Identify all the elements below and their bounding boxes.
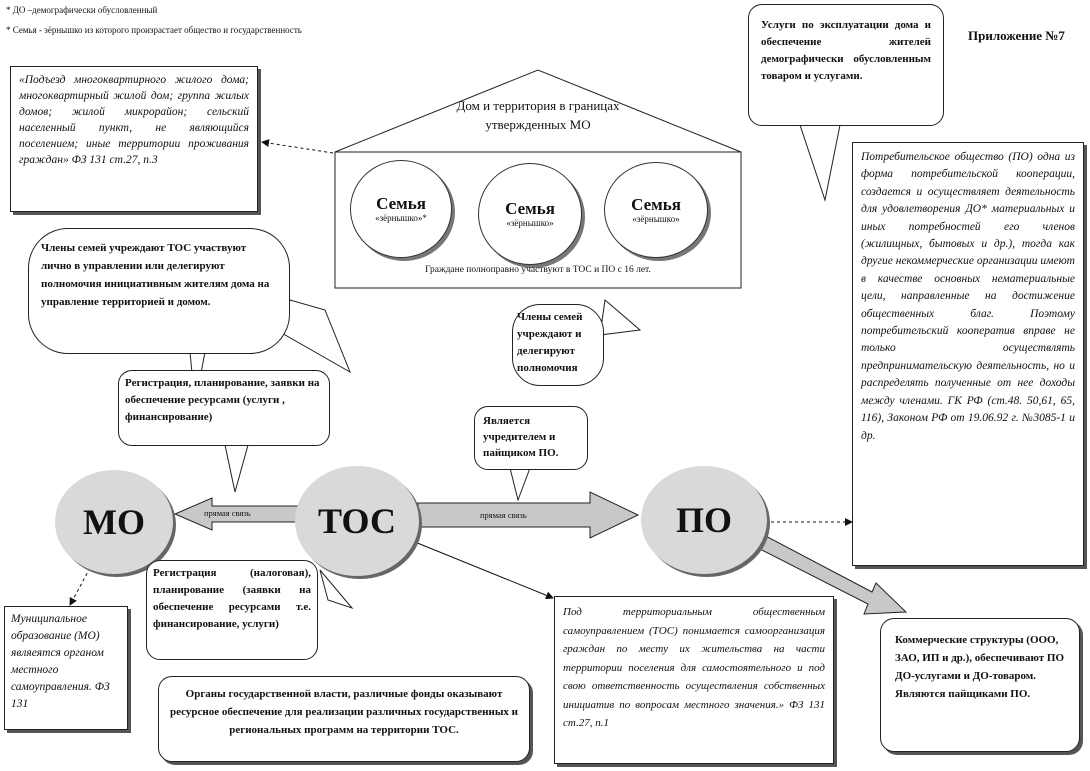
callout-commercial: Коммерческие структуры (ООО, ЗАО, ИП и д… [880,618,1080,752]
bubble-tail-delegate [599,299,642,336]
block-arrow-diagonal [751,531,908,615]
node-tos: ТОС [295,466,419,576]
callout-services: Услуги по эксплуатации дома и обеспечени… [748,4,944,126]
footnote-family: * Семья - зёрнышко из которого произраст… [6,25,302,35]
callout-tos-definition: Под территориальным общественным самоупр… [554,596,834,764]
arrow-label-left: прямая связь [204,508,251,518]
callout-founder: Является учредителем и пайщиком ПО. [474,406,588,470]
callout-tax-registration: Регистрация (налоговая), планирование (з… [146,560,318,660]
dotted-arrow-entrance [261,139,334,154]
bubble-tail-tax [319,569,354,610]
bubble-tail-members-2 [279,299,352,374]
bubble-tail-founder [509,467,531,502]
block-arrow-left [173,497,301,531]
family-sub: «зёрнышко»* [375,212,427,223]
callout-consumer-society: Потребительское общество (ПО) одна из фо… [852,142,1084,566]
callout-state-bodies: Органы государственной власти, различные… [158,676,530,762]
bubble-tail-services [799,124,841,202]
house-footer: Граждане полноправно участвуют в ТОС и П… [425,265,651,275]
callout-municipal: Муниципальное образование (МО) являеятся… [4,606,128,730]
family-circle-3: Семья «зёрнышко» [604,162,708,258]
house-title: Дом и территория в границах утвержденных… [456,98,620,132]
callout-registration: Регистрация, планирование, заявки на обе… [118,370,330,446]
house-roof [334,69,742,153]
family-sub: «зёрнышко» [632,213,680,224]
family-word: Семья [505,198,555,218]
family-word: Семья [631,194,681,214]
dotted-arrow-municipal [69,567,91,606]
block-arrow-right [417,491,640,539]
callout-members-tos: Члены семей учреждают ТОС участвуют личн… [28,228,290,354]
family-circle-2: Семья «зёрнышко» [478,163,582,265]
callout-members-delegate: Члены семей учреждают и делегируют полно… [512,304,604,386]
callout-entrance: «Подъезд многоквартирного жилого дома; м… [10,66,258,212]
footnote-do: * ДО –демографически обусловленный [6,5,158,15]
family-circle-1: Семья «зёрнышко»* [350,160,452,258]
arrow-tos-definition [409,539,554,600]
node-mo: МО [55,470,173,574]
arrow-label-right: прямая связь [480,510,527,520]
node-po: ПО [641,466,767,574]
bubble-tail-registration [224,444,249,493]
appendix-label: Приложение №7 [968,28,1065,43]
family-sub: «зёрнышко» [506,217,554,228]
family-word: Семья [376,193,426,213]
